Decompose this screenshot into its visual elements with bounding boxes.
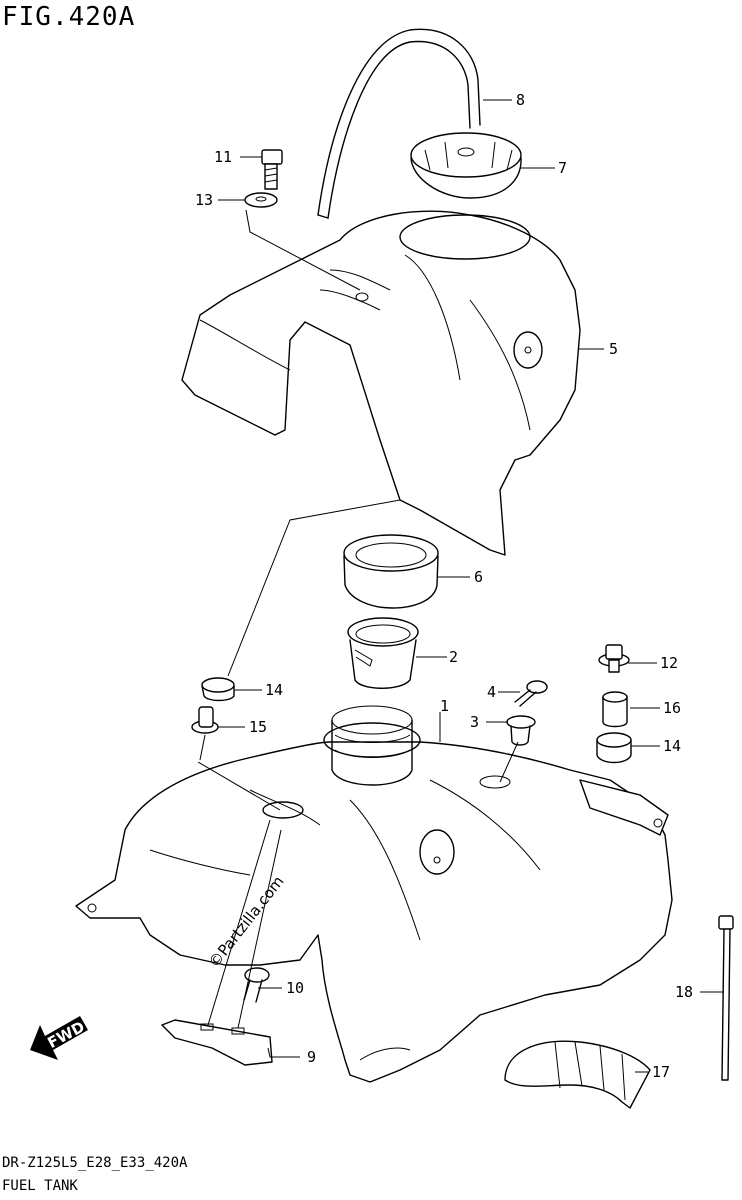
part-8-breather-hose[interactable]: [317, 28, 481, 219]
figure-title: FIG.420A: [2, 2, 136, 32]
part-14-grommet-right[interactable]: [596, 732, 632, 764]
part-11-bolt[interactable]: [261, 149, 283, 190]
part-9-bracket[interactable]: [161, 1019, 273, 1066]
fwd-arrow-icon: [30, 1016, 88, 1060]
part-1-fuel-tank[interactable]: [75, 705, 673, 1083]
callout-7: 7: [558, 159, 567, 177]
callout-14-left: 14: [265, 681, 283, 699]
callout-2: 2: [449, 648, 458, 666]
callout-1: 1: [440, 697, 449, 715]
part-3-grommet[interactable]: [506, 715, 536, 746]
leader-lines: [197, 99, 724, 1073]
fwd-label: FWD: [45, 1018, 88, 1052]
part-15-collar[interactable]: [191, 706, 219, 734]
section-name: FUEL TANK: [2, 1178, 78, 1194]
part-5-tank-cover[interactable]: [181, 210, 581, 556]
part-18-cable-tie[interactable]: [718, 915, 734, 1081]
part-13-washer[interactable]: [244, 192, 278, 208]
callout-3: 3: [470, 713, 479, 731]
model-code: DR-Z125L5_E28_E33_420A: [2, 1155, 188, 1171]
part-16-collar[interactable]: [602, 691, 628, 728]
callout-9: 9: [307, 1048, 316, 1066]
callout-13: 13: [195, 191, 213, 209]
callout-12: 12: [660, 654, 678, 672]
callout-15: 15: [249, 718, 267, 736]
part-14-grommet-left[interactable]: [201, 677, 235, 702]
callout-14-right: 14: [663, 737, 681, 755]
callout-16: 16: [663, 699, 681, 717]
callout-6: 6: [474, 568, 483, 586]
part-12-bolt[interactable]: [598, 644, 630, 673]
callout-4: 4: [487, 683, 496, 701]
part-7-fuel-cap[interactable]: [410, 132, 522, 199]
callout-5: 5: [609, 340, 618, 358]
part-10-bolt[interactable]: [243, 967, 270, 1003]
part-4-screw[interactable]: [514, 680, 548, 707]
callout-17: 17: [652, 1063, 670, 1081]
part-17-protector[interactable]: [504, 1040, 651, 1109]
callout-18: 18: [675, 983, 693, 1001]
part-2-filler-neck[interactable]: [347, 617, 419, 689]
part-6-grommet[interactable]: [343, 534, 439, 609]
callout-8: 8: [516, 91, 525, 109]
callout-10: 10: [286, 979, 304, 997]
callout-11: 11: [214, 148, 232, 166]
